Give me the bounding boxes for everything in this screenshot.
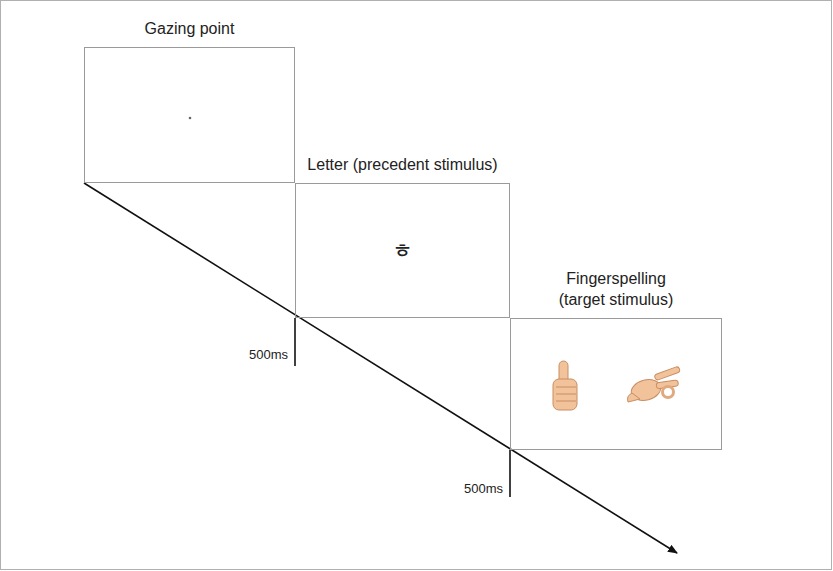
stimulus-frame: Letter (precedent stimulus)ㅎ: [295, 183, 510, 318]
stimulus-frame: Fingerspelling (target stimulus): [510, 318, 722, 450]
fingerspelling-hand: [628, 366, 681, 403]
time-axis: [84, 183, 677, 553]
thumbs-up-hand: [553, 361, 577, 410]
time-tick: [294, 318, 296, 366]
stimulus-letter: ㅎ: [393, 238, 412, 264]
fixation-dot: [189, 117, 192, 120]
time-tick: [509, 450, 511, 497]
stage-heading: Fingerspelling (target stimulus): [546, 268, 686, 310]
stage-heading: Letter (precedent stimulus): [307, 154, 497, 175]
duration-label: 500ms: [464, 481, 503, 497]
stage-heading: Gazing point: [145, 18, 235, 39]
duration-label: 500ms: [249, 347, 288, 363]
stimulus-frame: Gazing point: [84, 47, 295, 183]
